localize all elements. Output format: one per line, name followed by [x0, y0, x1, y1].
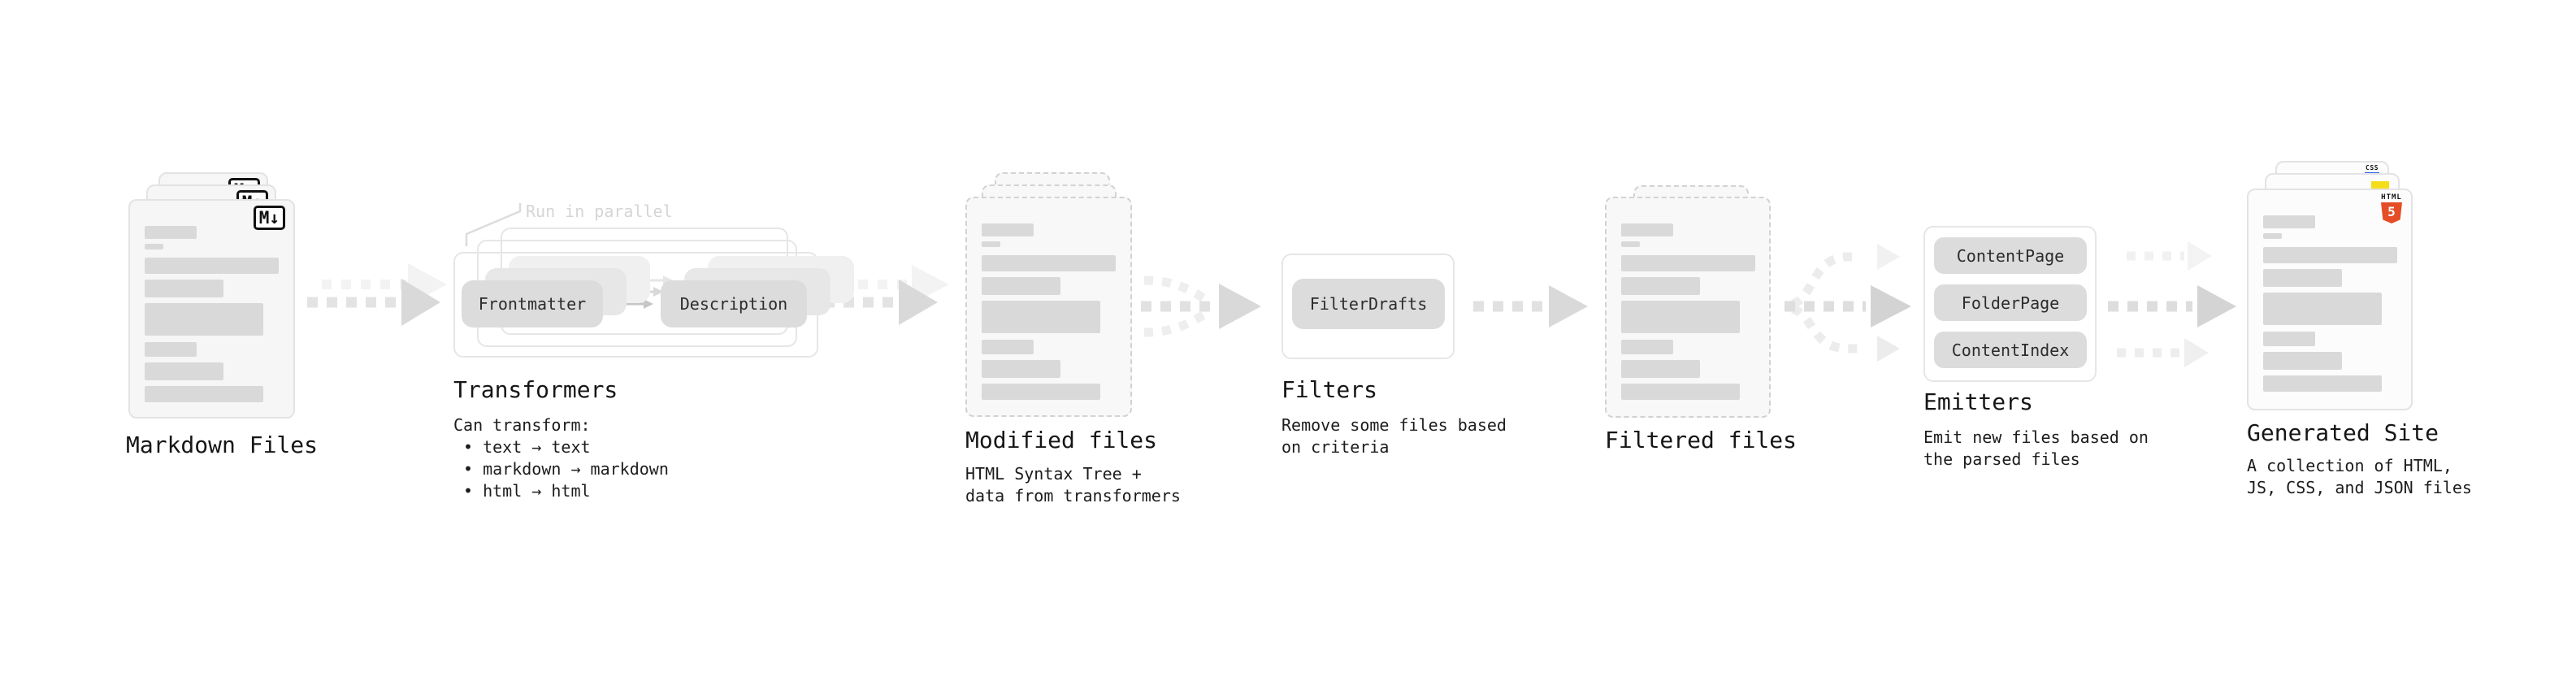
- skeleton-text-bar: [1621, 384, 1740, 400]
- emitters-description: Emit new files based on the parsed files: [1923, 427, 2149, 471]
- transformers-description: Can transform: • text → text • markdown …: [453, 414, 669, 502]
- skeleton-text-bar: [1621, 301, 1740, 333]
- stage-title-emitters: Emitters: [1923, 388, 2033, 415]
- stage-title-markdown-files: Markdown Files: [126, 432, 319, 458]
- emitters-frame: [1923, 226, 2097, 382]
- skeleton-text-bar: [145, 244, 163, 249]
- skeleton-text-bar: [1621, 241, 1640, 247]
- emitters-desc-line: the parsed files: [1923, 449, 2080, 469]
- contentindex-box: ContentIndex: [1934, 332, 2087, 368]
- skeleton-text-bar: [145, 258, 279, 274]
- transformers-bullet: • html → html: [463, 481, 591, 501]
- filters-description: Remove some files based on criteria: [1281, 414, 1507, 458]
- arrow-emitters-to-generated: [2108, 241, 2236, 367]
- filters-desc-line: Remove some files based: [1281, 415, 1507, 435]
- filterdrafts-box: FilterDrafts: [1292, 279, 1445, 329]
- stage-title-modified-files: Modified files: [965, 427, 1158, 453]
- skeleton-text-bar: [2263, 293, 2382, 325]
- generated-description: A collection of HTML, JS, CSS, and JSON …: [2247, 455, 2472, 499]
- stage-title-filtered-files: Filtered files: [1605, 427, 1798, 453]
- markdown-doc-card-front: M↓: [128, 199, 295, 419]
- modified-desc-line: HTML Syntax Tree +: [965, 464, 1142, 484]
- emitters-desc-line: Emit new files based on: [1923, 427, 2149, 447]
- arrow-filters-to-filtered: [1473, 285, 1588, 327]
- skeleton-text-bar: [2263, 332, 2315, 346]
- skeleton-text-bar: [145, 362, 223, 380]
- folderpage-box: FolderPage: [1934, 284, 2087, 321]
- skeleton-text-bar: [145, 280, 223, 297]
- generated-desc-line: JS, CSS, and JSON files: [2247, 478, 2472, 497]
- skeleton-text-bar: [1621, 255, 1755, 271]
- arrow-markdown-to-transformers: [307, 263, 447, 326]
- skeleton-text-bar: [2263, 375, 2382, 392]
- skeleton-text-bar: [145, 342, 197, 357]
- skeleton-text-bar: [2263, 269, 2342, 287]
- transformers-bullet: • text → text: [463, 437, 591, 457]
- css-icon-label: CSS: [2366, 164, 2379, 171]
- stage-title-generated-site: Generated Site: [2247, 419, 2439, 446]
- html5-icon: HTML 5: [2374, 193, 2409, 223]
- skeleton-text-bar: [145, 386, 263, 402]
- transformers-bullet: • markdown → markdown: [463, 459, 669, 479]
- skeleton-text-bar: [1621, 340, 1673, 354]
- skeleton-text-bar: [982, 360, 1060, 378]
- skeleton-text-bar: [982, 340, 1034, 354]
- generated-doc-card-front: HTML 5: [2247, 189, 2413, 410]
- description-box: Description: [661, 280, 807, 327]
- skeleton-text-bar: [1621, 223, 1673, 236]
- filters-frame: [1281, 254, 1455, 359]
- skeleton-text-bar: [982, 277, 1060, 295]
- contentpage-box: ContentPage: [1934, 237, 2087, 274]
- skeleton-text-bar: [982, 241, 1000, 247]
- arrow-transformers-to-modified: [824, 265, 949, 325]
- modified-desc-line: data from transformers: [965, 486, 1181, 505]
- transformers-desc-line: Can transform:: [453, 415, 591, 435]
- skeleton-text-bar: [982, 301, 1100, 333]
- frontmatter-box: Frontmatter: [462, 280, 603, 327]
- filtered-doc-card-front: [1605, 197, 1771, 418]
- arrow-modified-to-filters: [1141, 275, 1261, 337]
- skeleton-text-bar: [145, 226, 197, 239]
- arrow-filtered-to-emitters: [1785, 244, 1911, 362]
- skeleton-text-bar: [2263, 215, 2315, 228]
- js-icon: [2371, 181, 2389, 189]
- markdown-icon: M↓: [253, 206, 285, 230]
- skeleton-text-bar: [982, 384, 1100, 400]
- stage-title-filters: Filters: [1281, 376, 1378, 403]
- html5-icon-shield: 5: [2381, 202, 2402, 223]
- skeleton-text-bar: [982, 223, 1034, 236]
- filters-desc-line: on criteria: [1281, 437, 1390, 457]
- skeleton-text-bar: [145, 303, 263, 336]
- html5-icon-word: HTML: [2381, 193, 2402, 202]
- skeleton-text-bar: [1621, 360, 1700, 378]
- run-in-parallel-leader-line: [465, 203, 522, 246]
- run-in-parallel-callout: Run in parallel: [526, 202, 673, 221]
- skeleton-text-bar: [2263, 233, 2282, 239]
- skeleton-text-bar: [1621, 277, 1700, 295]
- skeleton-text-bar: [982, 255, 1116, 271]
- generated-desc-line: A collection of HTML,: [2247, 456, 2452, 475]
- skeleton-text-bar: [2263, 352, 2342, 370]
- modified-doc-card-front: [965, 197, 1132, 417]
- modified-description: HTML Syntax Tree + data from transformer…: [965, 463, 1181, 507]
- stage-title-transformers: Transformers: [453, 376, 618, 403]
- skeleton-text-bar: [2263, 247, 2397, 263]
